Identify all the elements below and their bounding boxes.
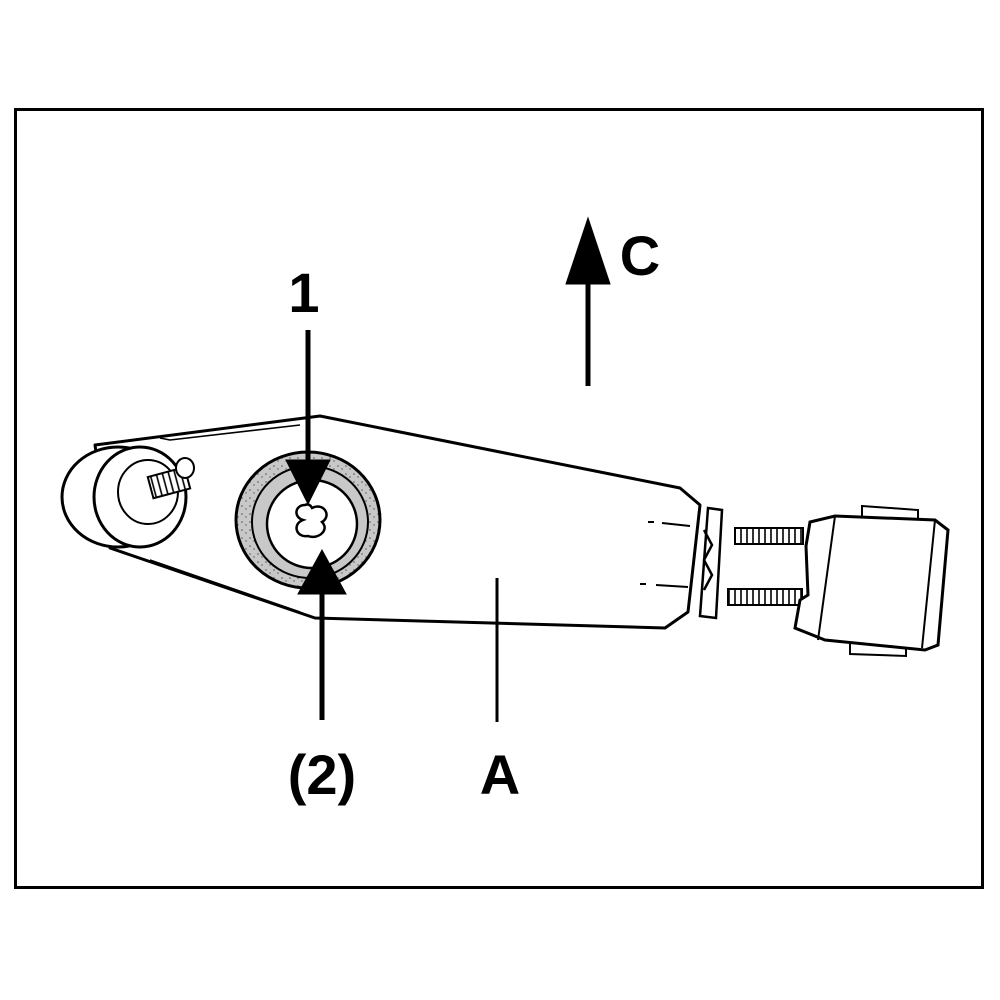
arrow-2	[297, 548, 347, 720]
screws	[727, 527, 804, 606]
direction-C-label: C	[620, 224, 660, 287]
arm-body	[93, 414, 702, 630]
arrow-1	[285, 330, 331, 506]
arrow-C	[565, 216, 611, 386]
callout-2-label: (2)	[288, 743, 356, 806]
connector-block	[793, 504, 950, 658]
figure-frame	[14, 108, 984, 889]
callout-1-label: 1	[288, 261, 319, 324]
pivot-cap	[60, 445, 195, 549]
retaining-clip	[698, 506, 724, 620]
part-A-label: A	[480, 743, 520, 806]
